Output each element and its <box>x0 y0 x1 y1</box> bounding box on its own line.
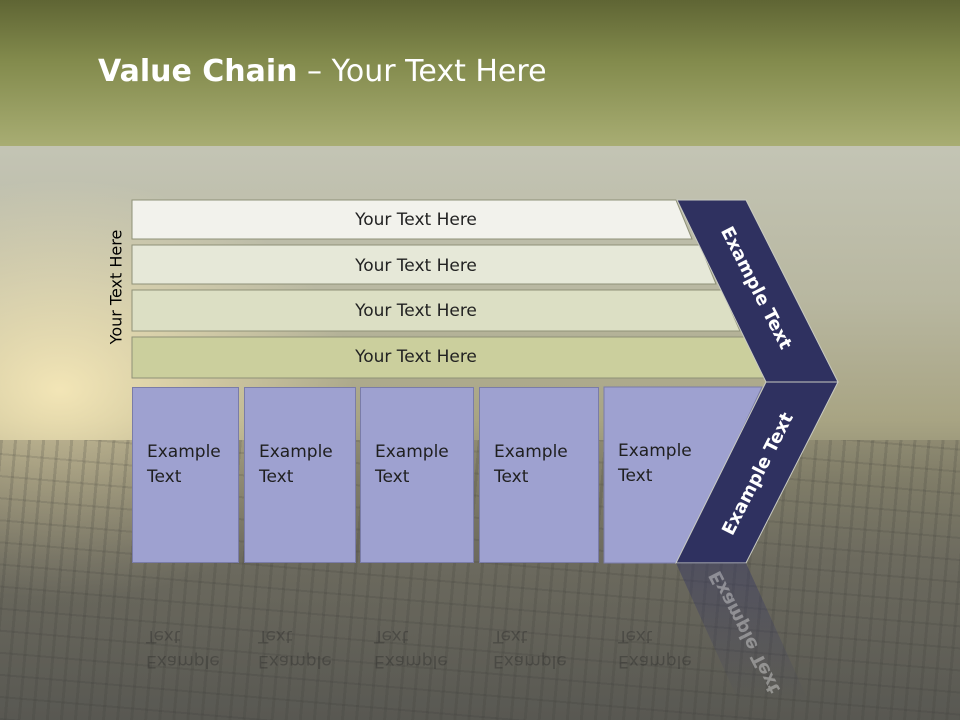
bar-3: Your Text Here <box>132 291 692 330</box>
bar-1-label: Your Text Here <box>355 209 477 230</box>
bar-3-label: Your Text Here <box>355 300 477 321</box>
bar-2-shape <box>131 244 717 285</box>
bar-4: Your Text Here <box>132 337 692 376</box>
bar-2: Your Text Here <box>132 246 692 285</box>
chevron-reflection <box>676 563 808 700</box>
bar-1: Your Text Here <box>132 200 692 239</box>
title-rest: – Your Text Here <box>297 54 547 89</box>
bar-3-shape <box>131 289 741 332</box>
title-bold: Value Chain <box>98 54 298 89</box>
bar-4-label: Your Text Here <box>355 346 477 367</box>
bar-1-shape <box>131 199 693 240</box>
slide-title: Value Chain – Your Text Here <box>98 54 547 89</box>
bar-2-label: Your Text Here <box>355 255 477 276</box>
title-banner: Value Chain – Your Text Here <box>0 0 960 146</box>
